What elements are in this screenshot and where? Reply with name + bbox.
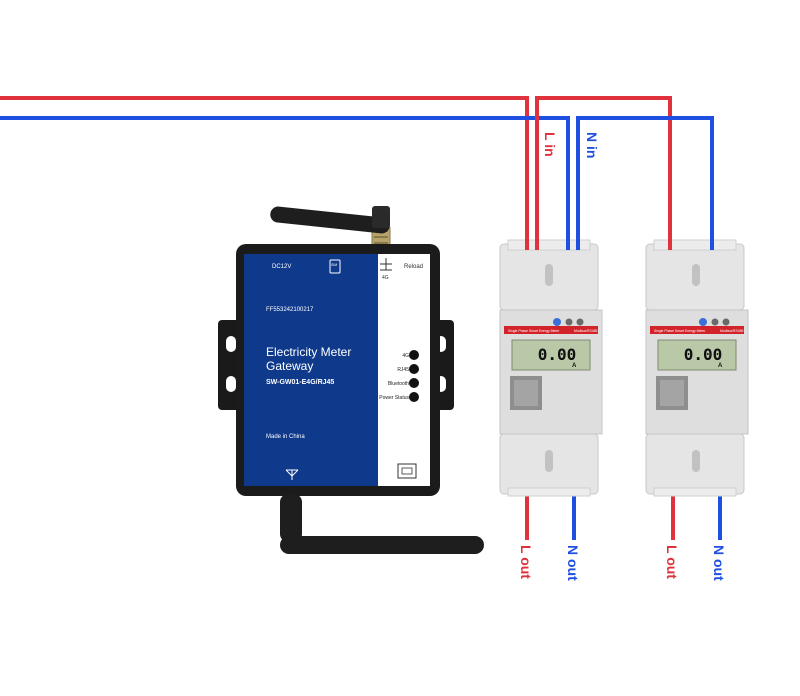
- indicator-bluetooth-label: Bluetooth: [388, 381, 409, 387]
- bottom-antenna-icon: [280, 494, 484, 554]
- l-in-label: L in: [542, 132, 558, 157]
- meter-2-led-blue: [699, 318, 707, 326]
- meter-1-brand-band: [504, 326, 598, 334]
- gateway-device: DC12V SIM FF553242100217 Electricity Met…: [218, 206, 484, 554]
- n-out-label-meter-2: N out: [711, 545, 727, 581]
- indicator-4g-label: 4G: [402, 353, 409, 359]
- energy-meter-2: Single Phase Smart Energy Meter Modbus/R…: [645, 239, 749, 497]
- gateway-title-line1: Electricity Meter: [266, 345, 351, 359]
- output-wires: [525, 494, 722, 540]
- energy-meter-1: Single Phase Smart Energy Meter Modbus/R…: [499, 239, 603, 497]
- l-out-label-meter-2: L out: [664, 545, 680, 579]
- live-wire-feed-meter-2: [535, 96, 672, 244]
- l-out-label-meter-1: L out: [518, 545, 534, 579]
- meter-1-reading: 0.00: [538, 345, 577, 364]
- indicator-power-label: Power Status: [379, 395, 409, 401]
- sim-label: SIM: [331, 263, 337, 267]
- meter-2-lcd: [657, 339, 737, 371]
- supply-wires: [0, 96, 714, 244]
- meter-1-led-1: [565, 318, 573, 326]
- meter-2-led-2: [722, 318, 730, 326]
- neutral-wire-feed-meter-2: [576, 116, 714, 244]
- indicator-power-led: [409, 392, 419, 402]
- antenna-port-label: 4G: [382, 275, 389, 281]
- reload-label: Reload: [404, 264, 423, 270]
- meter-2-unit: A: [718, 363, 723, 369]
- indicator-rj45-led: [409, 364, 419, 374]
- gateway-title-line2: Gateway: [266, 359, 313, 373]
- n-in-label: N in: [584, 132, 600, 158]
- gateway-front-panel: [244, 254, 378, 486]
- meter-2-band-label2: Modbus/RS485: [720, 329, 743, 333]
- rj45-port-icon: [397, 463, 417, 479]
- indicator-4g-led: [409, 350, 419, 360]
- meter-1-band-label2: Modbus/RS485: [574, 329, 597, 333]
- meter-1-lcd: [511, 339, 591, 371]
- gateway-side-panel: [378, 254, 430, 486]
- meter-2-led-1: [711, 318, 719, 326]
- indicator-rj45-label: RJ45: [397, 367, 409, 373]
- gateway-model: SW-GW01-E4G/RJ45: [266, 379, 334, 386]
- neutral-wire-feed-meter-1: [0, 116, 570, 244]
- antenna-port-icon: [380, 258, 392, 271]
- meter-2-brand-band: [650, 326, 744, 334]
- meter-1-led-2: [576, 318, 584, 326]
- meter-2-reading: 0.00: [684, 345, 723, 364]
- made-in-label: Made in China: [266, 434, 305, 440]
- meter-1-led-blue: [553, 318, 561, 326]
- serial-number: FF553242100217: [266, 307, 314, 313]
- meter-1-band-label: Single Phase Smart Energy Meter: [508, 329, 560, 333]
- indicator-bluetooth-led: [409, 378, 419, 388]
- live-wire-feed-meter-1: [0, 96, 529, 244]
- meter-2-band-label: Single Phase Smart Energy Meter: [654, 329, 706, 333]
- antenna-symbol-icon: [285, 469, 299, 480]
- power-label: DC12V: [272, 264, 291, 270]
- n-out-label-meter-1: N out: [565, 545, 581, 581]
- sim-icon: SIM: [329, 259, 341, 274]
- top-antenna-icon: [270, 206, 391, 249]
- meter-1-unit: A: [572, 363, 577, 369]
